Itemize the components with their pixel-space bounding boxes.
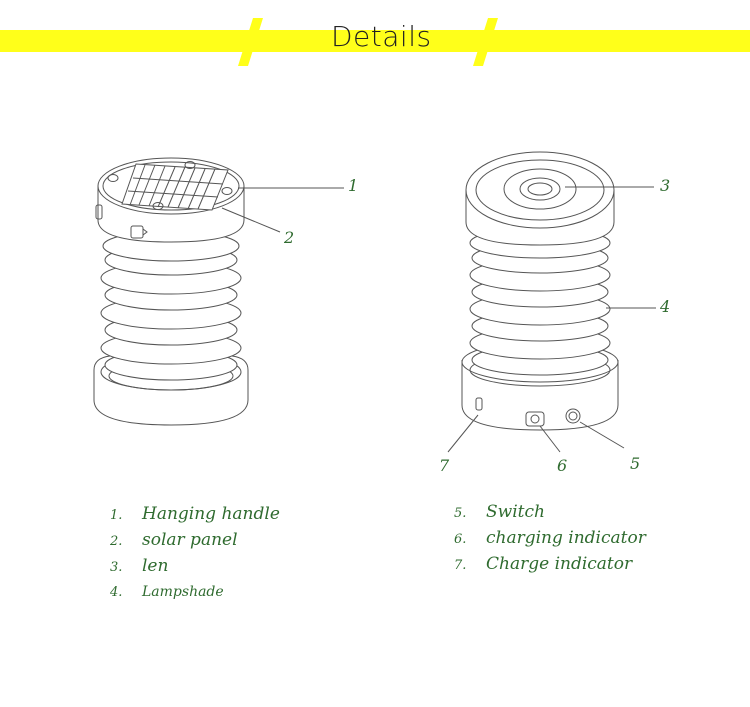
legend-number: 3. (110, 560, 123, 575)
legend-number: 2. (110, 534, 123, 549)
legend-item: 4. Lampshade (110, 579, 280, 605)
right-lantern (447, 151, 656, 453)
legend-item: 7. Charge indicator (454, 551, 646, 577)
page-title: Details (331, 20, 432, 53)
legend-number: 4. (110, 585, 123, 600)
right-bellows (469, 227, 611, 376)
callout-2: 2 (284, 228, 295, 247)
legend-left: 1. Hanging handle 2. solar panel 3. len 4. L… (110, 501, 280, 605)
legend-item: 3. len (110, 553, 280, 579)
callout-7: 7 (439, 456, 450, 475)
legend-text: Switch (486, 502, 545, 522)
legend-text: solar panel (142, 530, 238, 550)
callout-1: 1 (348, 176, 359, 195)
leader-7 (447, 414, 479, 453)
legend-text: len (142, 556, 169, 576)
legend-number: 1. (110, 508, 123, 523)
banner-stripe (0, 30, 750, 52)
left-bellows (100, 230, 242, 381)
legend-item: 1. Hanging handle (110, 501, 280, 527)
legend-item: 6. charging indicator (454, 525, 646, 551)
callout-3: 3 (660, 176, 671, 195)
leader-6 (539, 425, 561, 453)
legend-item: 2. solar panel (110, 527, 280, 553)
leader-2 (221, 207, 281, 233)
legend-text: Lampshade (142, 584, 224, 600)
legend-number: 7. (454, 558, 467, 573)
callout-5: 5 (630, 454, 641, 473)
callout-4: 4 (660, 297, 671, 316)
callout-6: 6 (557, 456, 568, 475)
leader-5 (579, 421, 625, 449)
legend-text: Hanging handle (142, 504, 280, 524)
left-lantern (93, 157, 344, 426)
legend-number: 6. (454, 532, 467, 547)
legend-text: Charge indicator (486, 554, 633, 574)
legend-text: charging indicator (486, 528, 646, 548)
legend-number: 5. (454, 506, 467, 521)
banner-slash-left (238, 18, 263, 66)
banner-slash-right (473, 18, 498, 66)
legend-right: 5. Switch 6. charging indicator 7. Charge i… (454, 499, 646, 577)
solar-panel (121, 163, 229, 211)
legend-item: 5. Switch (454, 499, 646, 525)
title-banner (0, 18, 750, 66)
